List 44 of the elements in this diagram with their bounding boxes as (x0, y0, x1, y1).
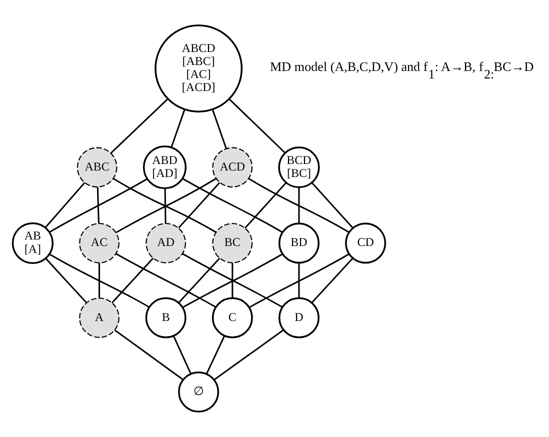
connector (248, 253, 350, 308)
node-circle: ∅ (178, 371, 220, 412)
connector (248, 178, 350, 233)
connector (45, 258, 87, 303)
connector (212, 109, 227, 149)
connector (98, 262, 100, 298)
connector (49, 178, 148, 233)
connector (49, 254, 150, 308)
connector (244, 182, 286, 229)
node-circle: AD (146, 222, 186, 264)
node-circle: ACD (212, 147, 253, 188)
node-circle: BD (278, 222, 320, 264)
connector (44, 182, 86, 228)
node-circle: ABCD [ABC] [AC] [ACD] (154, 24, 243, 112)
node-circle: CD (345, 222, 386, 264)
connector (298, 262, 300, 298)
connector (178, 182, 220, 228)
node-circle: AC (79, 222, 120, 264)
connector (311, 258, 354, 304)
connector (172, 336, 192, 374)
connector (298, 188, 300, 224)
connector (110, 98, 168, 154)
node-circle: B (145, 297, 186, 338)
node-circle: BCD [BC] (278, 146, 320, 188)
connector (178, 258, 220, 304)
connector (182, 178, 283, 233)
node-circle: ABC (76, 147, 118, 188)
connector (112, 258, 154, 304)
connector (96, 186, 100, 224)
node-circle: BC (212, 222, 253, 264)
node-circle: D (278, 297, 320, 338)
connector (232, 262, 234, 298)
connector (206, 336, 226, 374)
node-circle: AB [A] (12, 222, 54, 264)
connector (170, 109, 186, 148)
connector (114, 330, 184, 380)
connector (228, 98, 286, 154)
connector (116, 253, 216, 308)
node-circle: C (212, 297, 253, 338)
node-circle: A (79, 298, 120, 338)
connector (312, 182, 354, 229)
node-circle: ABD [AD] (142, 146, 187, 190)
connector (214, 330, 284, 380)
connector (164, 188, 166, 224)
